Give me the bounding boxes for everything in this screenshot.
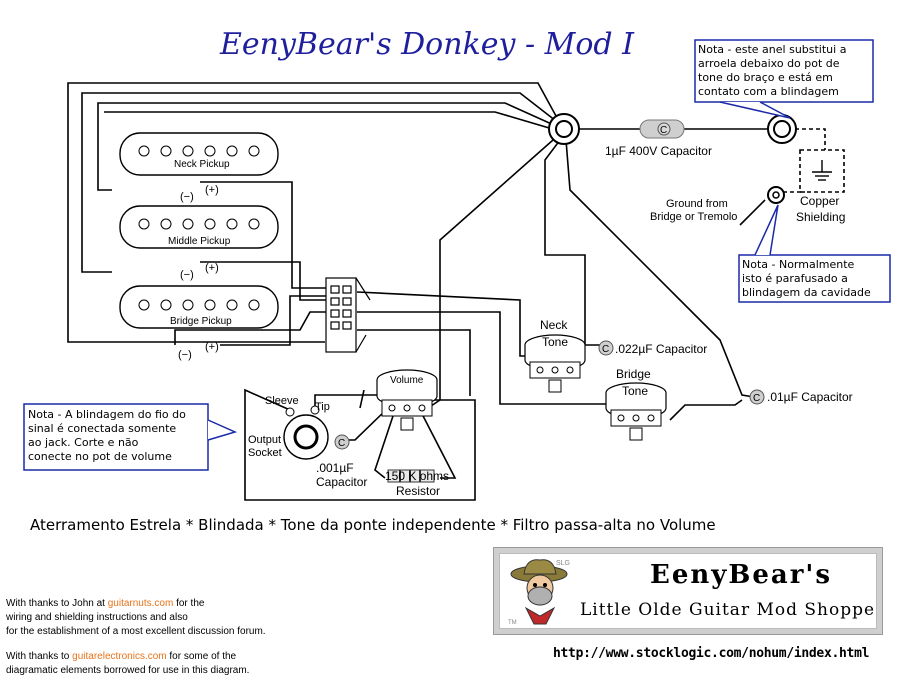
- cowboy-mascot-icon: [510, 559, 568, 625]
- credits-line-4: With thanks to guitarelectronics.com for…: [6, 650, 249, 664]
- shop-logo: SLG TM EenyBear's Little Olde Guitar Mod…: [493, 547, 883, 635]
- capacitor-01: C: [749, 389, 765, 405]
- neck-pickup: Neck Pickup: [119, 132, 279, 176]
- neck-tone-label-1: Neck: [540, 318, 568, 332]
- note-top-right-line-1: Nota - este anel substitui a: [698, 43, 846, 56]
- capacitor-001-label-1: .001µF: [316, 461, 354, 475]
- capacitor-001-symbol: C: [338, 438, 345, 449]
- credits-line-5: diagramatic elements borrowed for use in…: [6, 665, 250, 676]
- neck-plus: (+): [205, 184, 219, 196]
- middle-pickup-label: Middle Pickup: [168, 236, 231, 247]
- shield-ring: [767, 114, 797, 144]
- neck-tone-label-2: Tone: [542, 335, 568, 349]
- ground-label-2: Bridge or Tremolo: [650, 211, 737, 223]
- guitarelectronics-link[interactable]: guitarelectronics.com: [72, 651, 167, 662]
- capacitor-1uf-label: 1µF 400V Capacitor: [605, 144, 712, 158]
- capacitor-1uf-symbol: C: [660, 125, 667, 136]
- logo-subtitle: Little Olde Guitar Mod Shoppe: [580, 600, 876, 620]
- neck-tone-pot: Neck Tone: [524, 318, 586, 393]
- shop-logo-panel: SLG TM EenyBear's Little Olde Guitar Mod…: [499, 553, 877, 629]
- credits-line-2: wiring and shielding instructions and al…: [6, 612, 188, 623]
- capacitor-022-label: .022µF Capacitor: [615, 342, 707, 356]
- capacitor-1uf: C: [639, 119, 685, 139]
- middle-pickup: Middle Pickup: [119, 205, 279, 249]
- bridge-minus: (−): [178, 349, 192, 361]
- capacitor-01-symbol: C: [753, 393, 760, 404]
- tip-label: Tip: [315, 401, 330, 413]
- bridge-tone-pot: Bridge Tone: [605, 367, 667, 441]
- middle-minus: (−): [180, 269, 194, 281]
- note-top-right-line-2: arroela debaixo do pot de: [698, 57, 840, 70]
- note-middle-right-line-3: blindagem da cavidade: [742, 286, 871, 299]
- diagram-caption: Aterramento Estrela * Blindada * Tone da…: [30, 516, 716, 534]
- neck-minus: (−): [180, 191, 194, 203]
- sleeve-label: Sleeve: [265, 395, 299, 407]
- middle-plus: (+): [205, 262, 219, 274]
- logo-slg-mark: SLG: [556, 560, 571, 567]
- resistor-label-1: 150 K ohms: [385, 469, 449, 483]
- output-label-1: Output: [248, 434, 281, 446]
- capacitor-001: C: [334, 434, 350, 450]
- cavity-screw: [767, 186, 785, 204]
- logo-tm-mark: TM: [508, 620, 517, 626]
- credits-guitarelectronics: With thanks to guitarelectronics.com for…: [6, 650, 249, 678]
- logo-name: EenyBear's: [650, 560, 833, 590]
- note-left-line-3: ao jack. Corte e não: [28, 436, 139, 449]
- note-left-line-4: conecte no pot de volume: [28, 450, 172, 463]
- wires: [67, 82, 768, 501]
- credits-line-3: for the establishment of a most excellen…: [6, 626, 266, 637]
- ground-label-1: Ground from: [666, 198, 728, 210]
- bridge-pickup: Bridge Pickup: [119, 285, 279, 329]
- guitarnuts-link[interactable]: guitarnuts.com: [107, 598, 174, 609]
- credits-line-1: With thanks to John at guitarnuts.com fo…: [6, 597, 266, 611]
- capacitor-022-symbol: C: [602, 344, 609, 355]
- capacitor-022: C: [598, 340, 614, 356]
- credits-line-4-pre: With thanks to: [6, 651, 73, 662]
- note-middle-right: Nota - Normalmente isto é parafusado a b…: [738, 204, 891, 303]
- diagram-title: EenyBear's Donkey - Mod I: [219, 27, 635, 62]
- website-url[interactable]: http://www.stocklogic.com/nohum/index.ht…: [553, 646, 870, 661]
- selector-switch: [325, 277, 371, 353]
- capacitor-01-label: .01µF Capacitor: [767, 390, 853, 404]
- copper-shielding: [783, 128, 845, 193]
- output-label-2: Socket: [248, 447, 282, 459]
- resistor: [387, 469, 435, 483]
- resistor-label-2: Resistor: [396, 484, 440, 498]
- note-left-line-2: sinal é conectada somente: [28, 422, 176, 435]
- bridge-tone-label-2: Tone: [622, 384, 648, 398]
- note-top-right-line-4: contato com a blindagem: [698, 85, 839, 98]
- credits-line-4-post: for some of the: [166, 651, 237, 662]
- volume-label: Volume: [390, 375, 424, 386]
- credits-guitarnuts: With thanks to John at guitarnuts.com fo…: [6, 597, 266, 639]
- bridge-pickup-label: Bridge Pickup: [170, 316, 232, 327]
- neck-pickup-label: Neck Pickup: [174, 159, 230, 170]
- note-middle-right-line-2: isto é parafusado a: [742, 272, 848, 285]
- note-top-right: Nota - este anel substitui a arroela deb…: [694, 39, 874, 119]
- output-socket: [283, 405, 329, 460]
- copper-label-2: Shielding: [796, 210, 845, 224]
- ground-symbol: [812, 160, 832, 181]
- star-ground: [548, 113, 580, 145]
- credits-line-1-post: for the: [173, 598, 205, 609]
- bridge-tone-label-1: Bridge: [616, 367, 651, 381]
- credits-line-1-pre: With thanks to John at: [6, 598, 108, 609]
- copper-label-1: Copper: [800, 194, 839, 208]
- note-top-right-line-3: tone do braço e está em: [698, 71, 833, 84]
- volume-pot: Volume: [376, 369, 438, 431]
- capacitor-001-label-2: Capacitor: [316, 475, 367, 489]
- note-left: Nota - A blindagem do fio do sinal é con…: [23, 403, 238, 471]
- note-middle-right-line-1: Nota - Normalmente: [742, 258, 855, 271]
- note-left-line-1: Nota - A blindagem do fio do: [28, 408, 186, 421]
- bridge-plus: (+): [205, 341, 219, 353]
